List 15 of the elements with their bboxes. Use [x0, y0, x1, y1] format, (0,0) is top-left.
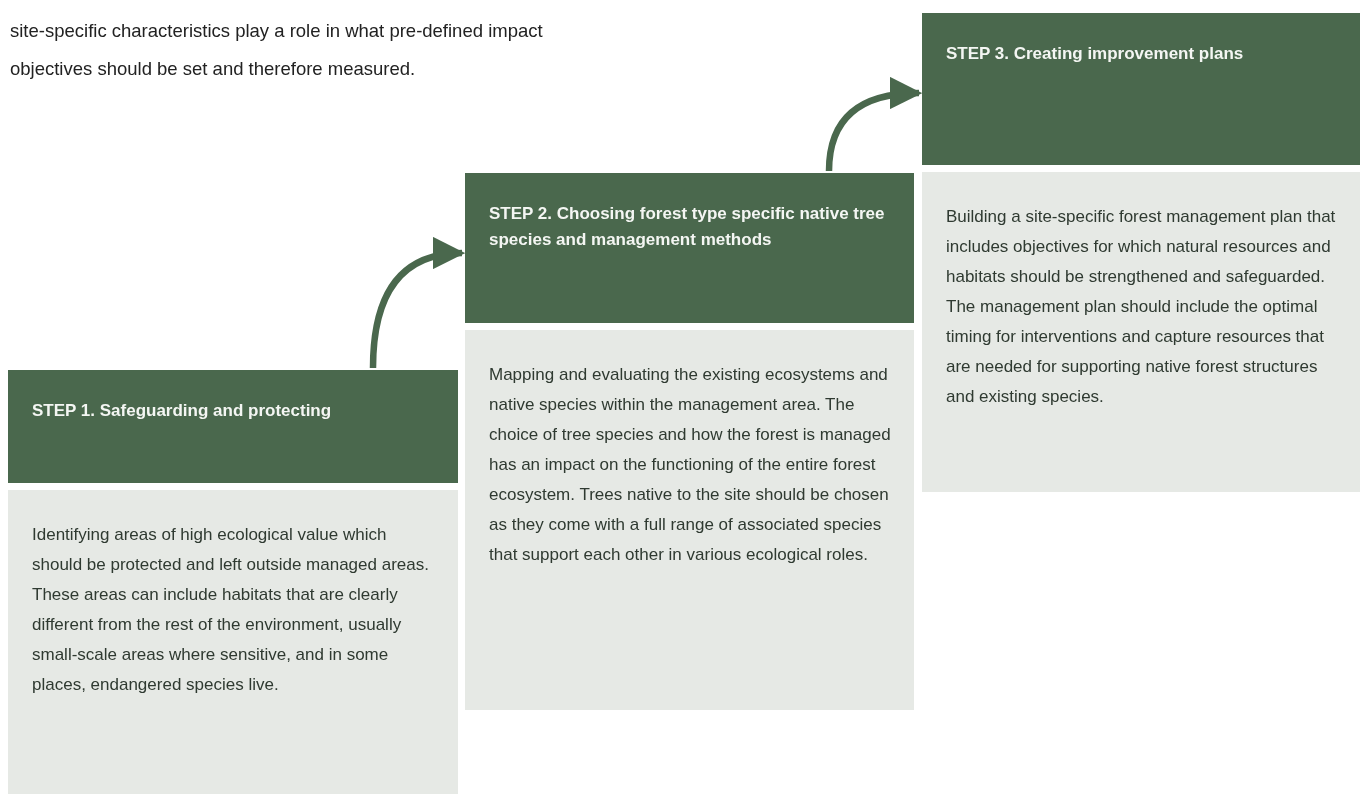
step-title: STEP 3. Creating improvement plans: [946, 43, 1245, 65]
step-description-panel: [8, 490, 458, 794]
step-title: STEP 1. Safeguarding and protecting: [32, 400, 333, 422]
step-header: [8, 370, 458, 483]
step-title: STEP 2. Choosing forest type specific native tree species and management methods: [489, 203, 886, 251]
step-description-panel: [465, 330, 914, 710]
step-description: Building a site-specific forest management plan that includes objectives for which natural resources and habitats should be strengthened and safeguarded. The management plan should include the optimal timing for interventions and capture resources that are needed for supporting native forest structures and existing species.: [946, 206, 1337, 408]
curved-arrow: [369, 238, 466, 369]
step-description: Mapping and evaluating the existing ecosystems and native species within the management area. The choice of tree species and how the forest is managed has an impact on the functioning of the entire forest ecosystem. Trees native to the site should be chosen as they come with a full range of associated species that support each other in various ecological roles.: [489, 364, 892, 566]
curved-arrow: [825, 77, 923, 172]
step-description: Identifying areas of high ecological value which should be protected and left outside managed areas. These areas can include habitats that are clearly different from the rest of the environment, usually small-scale areas where sensitive, and in some places, endangered species live.: [32, 524, 430, 696]
step-header: [922, 13, 1360, 165]
step-header: [465, 173, 914, 323]
step-description-panel: [922, 172, 1360, 492]
intro-paragraph: site-specific characteristics play a role in what pre-defined impact objectives should be set and therefore measured.: [10, 19, 544, 81]
